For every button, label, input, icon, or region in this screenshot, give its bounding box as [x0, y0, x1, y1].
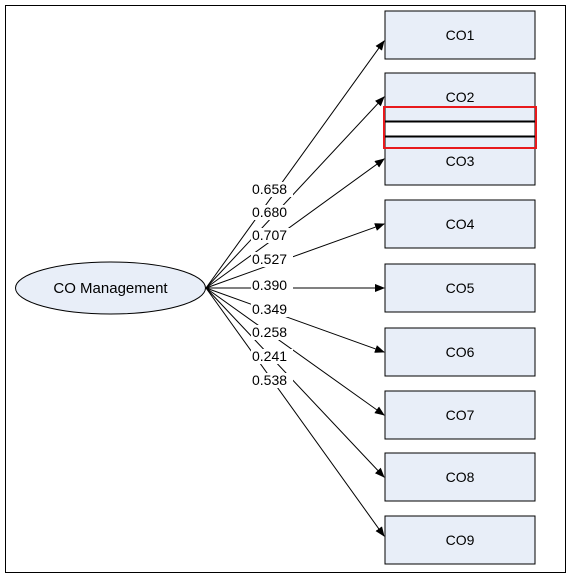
indicator-box-co7: CO7 [384, 390, 536, 440]
gap-band [384, 121, 536, 137]
indicator-label: CO5 [446, 280, 475, 296]
coefficient-bg [251, 278, 293, 293]
path-arrow-co6 [205, 287, 385, 353]
indicator-label: CO3 [446, 153, 475, 169]
indicator-label: CO2 [446, 89, 475, 105]
arrows-layer [205, 40, 385, 537]
indicator-rect [384, 136, 536, 186]
source-ellipse [15, 261, 206, 315]
path-coefficient-co1: 0.658 [252, 181, 287, 197]
path-coefficient-co9: 0.538 [252, 372, 287, 388]
indicator-box-co8: CO8 [384, 452, 536, 502]
indicator-label: CO6 [446, 344, 475, 360]
path-arrow-co1 [205, 40, 385, 289]
coefficient-bg [251, 373, 293, 388]
path-coefficient-co8: 0.241 [252, 348, 287, 364]
indicator-rect [384, 390, 536, 440]
indicator-rect [384, 327, 536, 377]
path-arrow-co8 [205, 287, 385, 478]
path-arrow-co4 [205, 223, 385, 289]
path-arrow-co2 [205, 96, 385, 289]
source-label: CO Management [53, 280, 168, 297]
coefficient-bg [251, 325, 293, 340]
path-coefficient-co3: 0.707 [252, 227, 287, 243]
coefficient-bg [251, 252, 293, 267]
path-arrow-co9 [205, 287, 385, 537]
indicator-box-co4: CO4 [384, 199, 536, 249]
source-node: CO Management [15, 261, 206, 315]
indicator-label: CO9 [446, 532, 475, 548]
coefficient-bg [251, 205, 293, 220]
indicator-rect [384, 452, 536, 502]
coefficient-bg [251, 228, 293, 243]
highlight-region [383, 106, 537, 149]
path-coefficient-co2: 0.680 [252, 204, 287, 220]
indicator-box-co5: CO5 [384, 263, 536, 313]
highlight-box [383, 106, 537, 149]
indicator-rect [384, 263, 536, 313]
path-coefficient-co4: 0.527 [252, 251, 287, 267]
coefficient-bg [251, 302, 293, 317]
indicator-rect [384, 199, 536, 249]
indicator-label: CO8 [446, 469, 475, 485]
indicator-rect [384, 10, 536, 60]
indicator-label: CO7 [446, 407, 475, 423]
path-coefficient-co6: 0.349 [252, 301, 287, 317]
indicator-label: CO4 [446, 216, 475, 232]
indicator-rect [384, 72, 536, 122]
indicator-box-co1: CO1 [384, 10, 536, 60]
indicator-rect [384, 515, 536, 565]
path-arrow-co3 [205, 158, 385, 289]
path-coefficients: 0.658 0.680 0.707 0.527 0.390 0.349 0.258 0.241… [251, 181, 293, 388]
indicator-box-co3: CO3 [384, 136, 536, 186]
indicator-box-co6: CO6 [384, 327, 536, 377]
path-arrow-co7 [205, 287, 385, 416]
indicator-label: CO1 [446, 27, 475, 43]
path-coefficient-co5: 0.390 [252, 277, 287, 293]
coefficient-bg [251, 349, 293, 364]
coefficient-bg [251, 182, 293, 197]
path-coefficient-co7: 0.258 [252, 324, 287, 340]
indicator-box-co9: CO9 [384, 515, 536, 565]
indicator-box-co2: CO2 [384, 72, 536, 122]
